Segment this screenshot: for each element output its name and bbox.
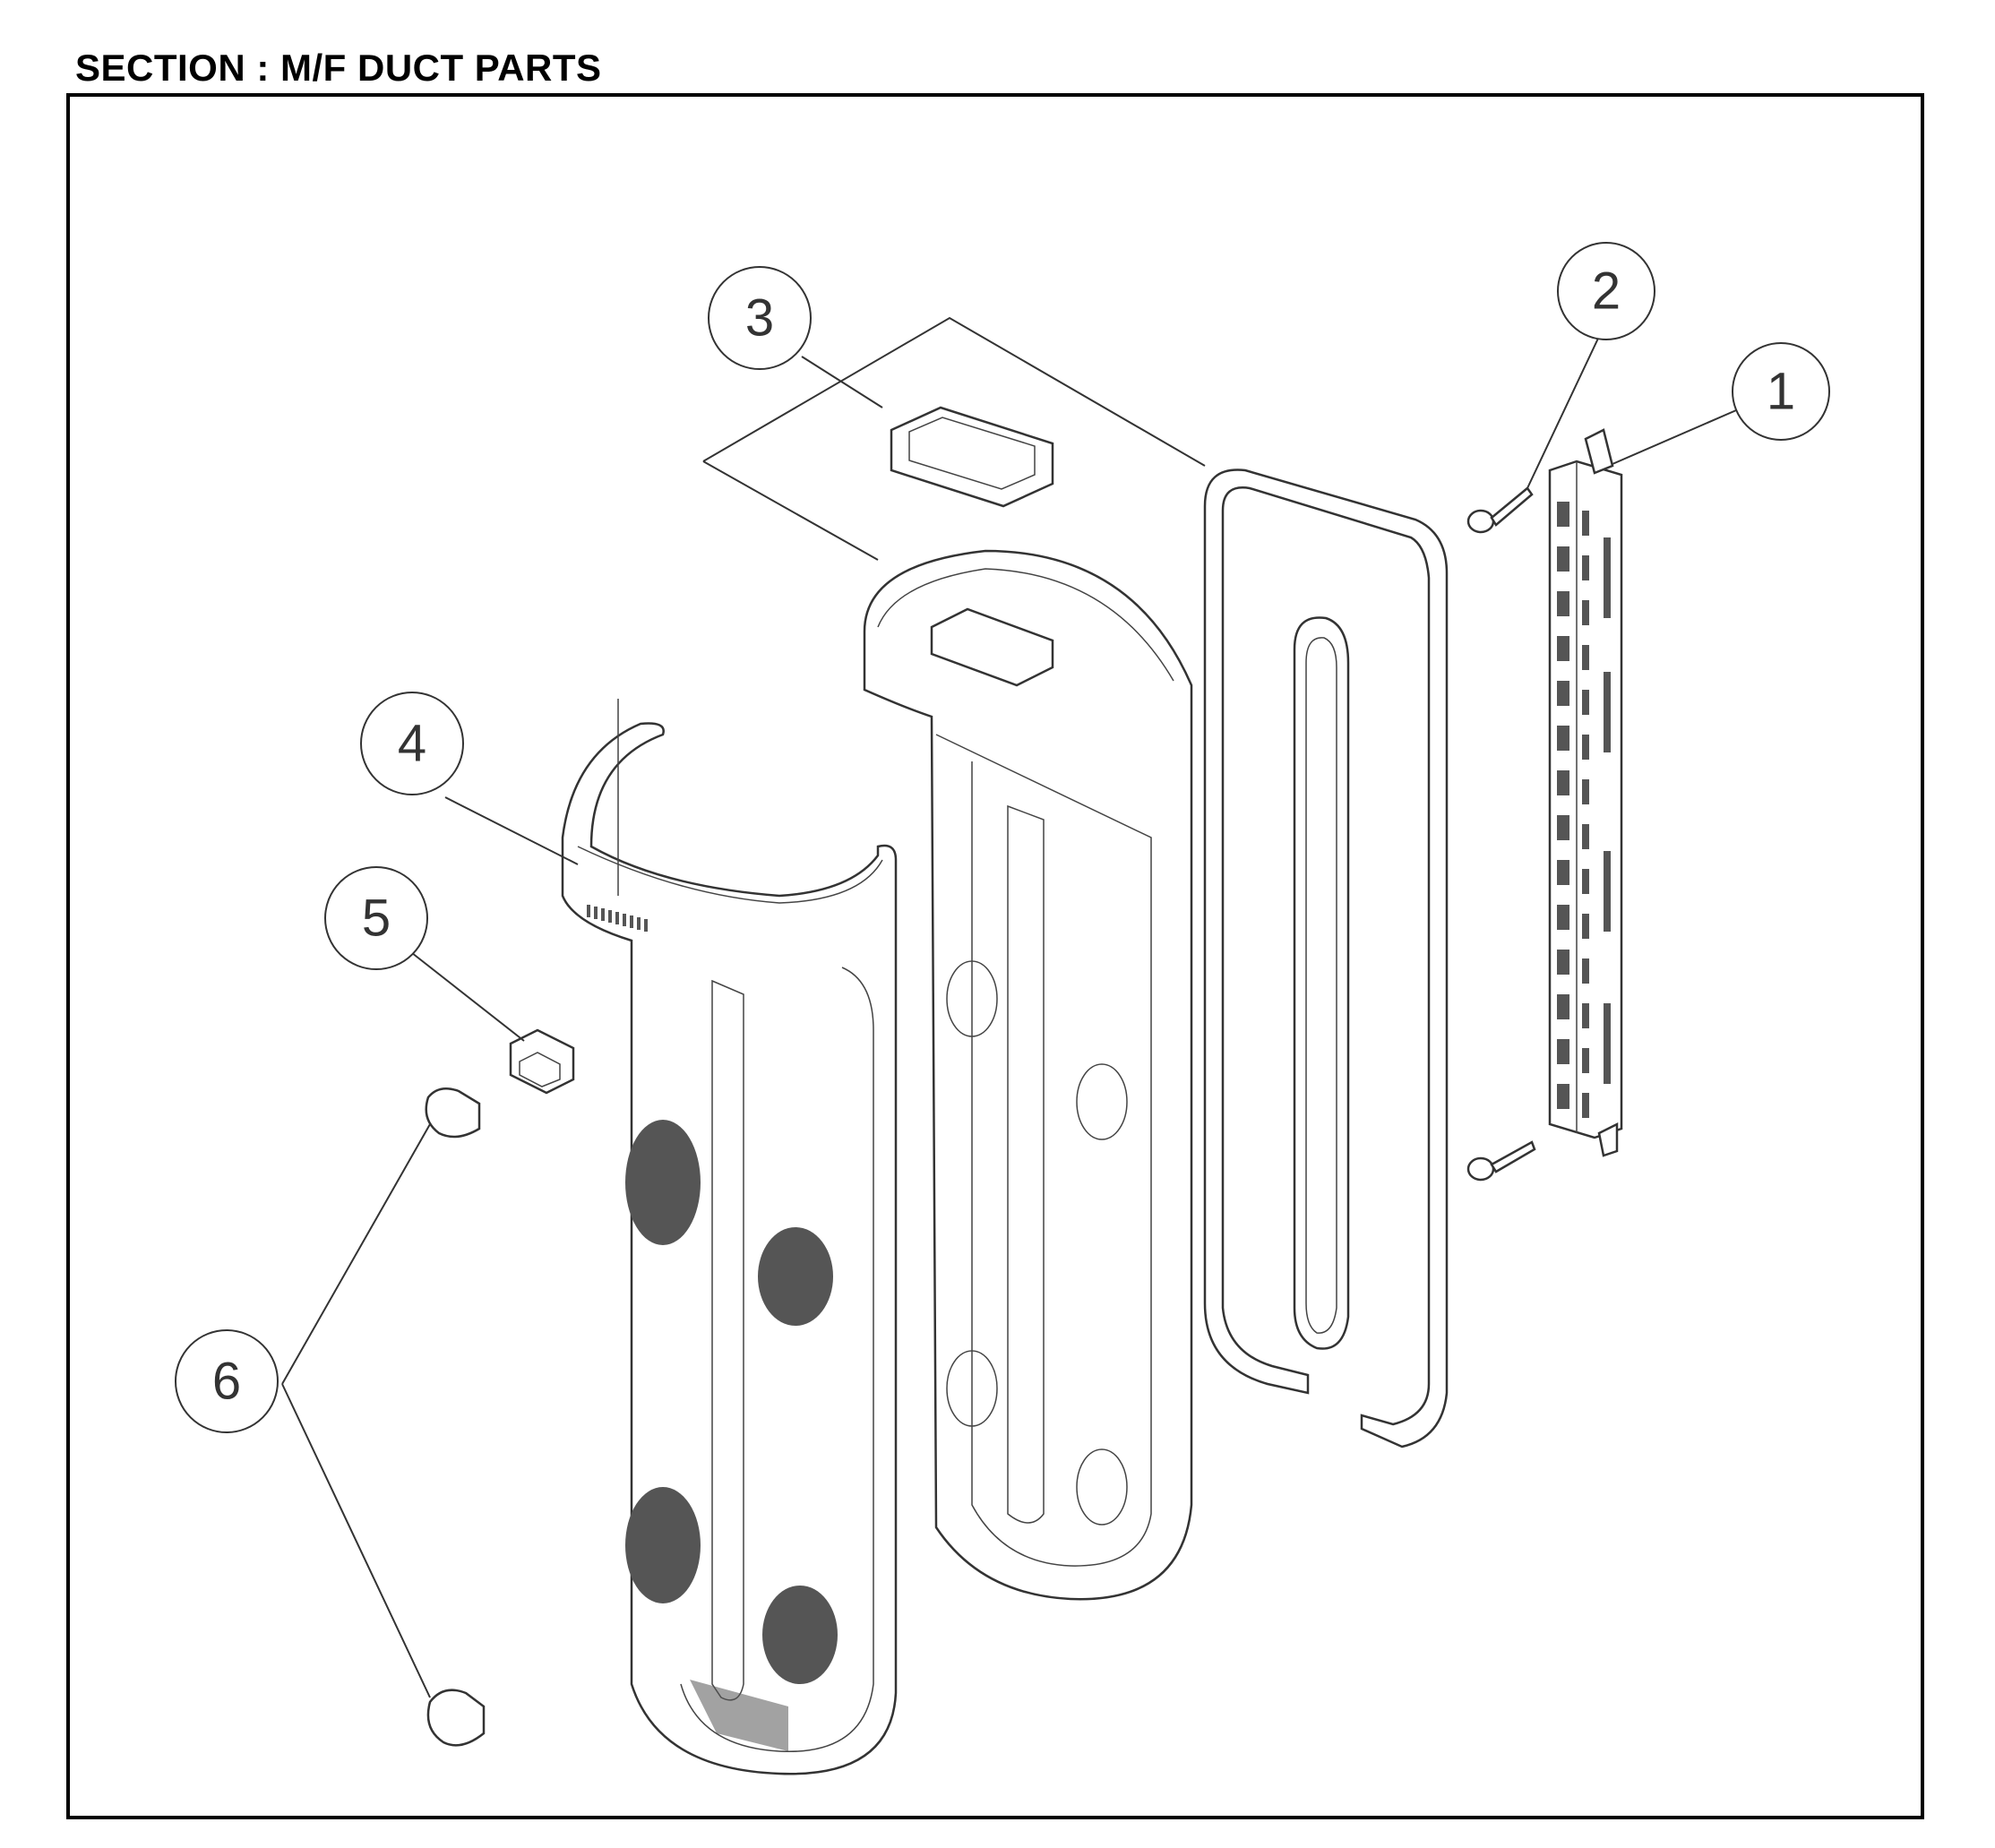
callout-6: 6: [175, 1329, 279, 1433]
svg-text:3: 3: [745, 289, 774, 348]
leader-6a: [281, 1123, 431, 1385]
rear-duct-body: [863, 549, 1193, 1601]
part-3-bracket-top: [702, 316, 1206, 467]
part-2-screw-top: [1466, 486, 1534, 534]
page-title: SECTION : M/F DUCT PARTS: [75, 47, 602, 89]
svg-text:4: 4: [398, 715, 426, 773]
svg-text:2: 2: [1592, 262, 1621, 321]
leader-5: [407, 949, 525, 1042]
heater-loop: [1203, 468, 1449, 1448]
part-5-clip: [509, 1028, 575, 1095]
diagram-frame: [66, 93, 1924, 1819]
callout-4: 4: [360, 692, 464, 795]
part-3-gasket: [890, 406, 1054, 508]
leader-6b: [281, 1383, 431, 1698]
callout-2: 2: [1557, 242, 1655, 340]
part-4-front-cover: [561, 699, 898, 1775]
callout-1: 1: [1732, 342, 1830, 441]
part-3-bracket-left: [702, 460, 879, 561]
leader-4: [444, 796, 579, 865]
svg-text:6: 6: [212, 1353, 241, 1411]
callout-5: 5: [324, 866, 428, 970]
svg-text:1: 1: [1767, 363, 1795, 421]
part-6-cap-top: [425, 1087, 481, 1139]
part-6-cap-bottom: [426, 1689, 486, 1747]
part-1-rail: [1548, 428, 1623, 1157]
leader-2: [1526, 326, 1604, 489]
part-2-screw-bottom: [1466, 1140, 1536, 1182]
leader-3: [801, 356, 883, 408]
leader-1: [1612, 407, 1743, 465]
callout-3: 3: [708, 266, 812, 370]
svg-text:5: 5: [362, 890, 391, 948]
